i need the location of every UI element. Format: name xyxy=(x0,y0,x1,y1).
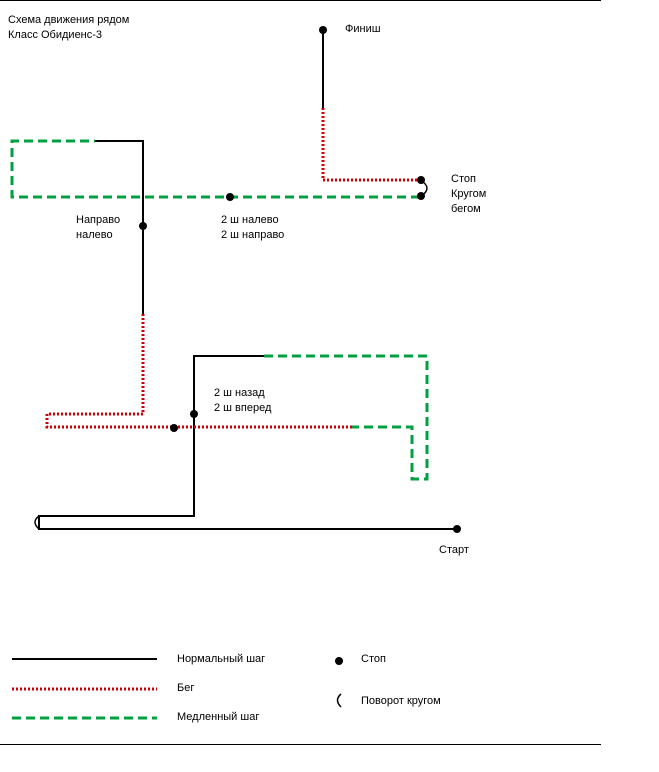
right-left-label-1: Направо xyxy=(76,214,121,226)
diagram-subtitle: Класс Обидиенс-3 xyxy=(8,29,103,41)
legend-turn-label: Поворот кругом xyxy=(361,695,441,707)
bottom-border-line xyxy=(0,744,601,745)
legend-slow-label: Медленный шаг xyxy=(177,711,260,723)
stop-turn-label-3: бегом xyxy=(451,203,481,215)
left-right-label-2: 2 ш направо xyxy=(221,229,285,241)
stop-dot-start xyxy=(453,525,461,533)
start-label: Старт xyxy=(439,544,469,556)
slow-segment-lower xyxy=(264,354,429,481)
run-segment-lower xyxy=(45,314,352,429)
legend-run-label: Бег xyxy=(177,682,195,694)
slow-walk-paths xyxy=(10,139,429,481)
normal-walk-paths xyxy=(38,30,457,530)
finish-label: Финиш xyxy=(345,23,381,35)
legend-samples xyxy=(12,657,343,720)
legend-stop-label: Стоп xyxy=(361,653,386,665)
right-left-label-2: налево xyxy=(76,229,113,241)
stop-dot-left-right xyxy=(226,193,234,201)
diagram-title: Схема движения рядом xyxy=(8,14,130,26)
normal-segment-start xyxy=(38,355,457,530)
back-forward-label-2: 2 ш вперед xyxy=(214,402,272,414)
slow-segment-upper xyxy=(10,139,420,199)
stop-dots xyxy=(139,26,461,533)
stop-dot-turn-top xyxy=(417,176,425,184)
normal-segment-upper xyxy=(95,140,144,314)
top-border-line xyxy=(0,0,601,1)
left-right-label-1: 2 ш налево xyxy=(221,214,279,226)
stop-dot-back-forward xyxy=(190,410,198,418)
legend-turn-arc xyxy=(336,693,342,708)
stop-dot-finish xyxy=(319,26,327,34)
back-forward-label-1: 2 ш назад xyxy=(214,387,265,399)
stop-turn-label-2: Кругом xyxy=(451,188,487,200)
stop-dot-turn-bottom xyxy=(417,192,425,200)
run-segment-upper xyxy=(321,108,420,182)
legend-stop-dot xyxy=(335,657,343,665)
run-paths xyxy=(45,108,420,429)
stop-dot-right-left xyxy=(139,222,147,230)
turn-arc-start xyxy=(34,515,40,530)
stop-turn-label-1: Стоп xyxy=(451,173,476,185)
stop-dot-lower xyxy=(170,424,178,432)
legend-normal-label: Нормальный шаг xyxy=(177,653,266,665)
